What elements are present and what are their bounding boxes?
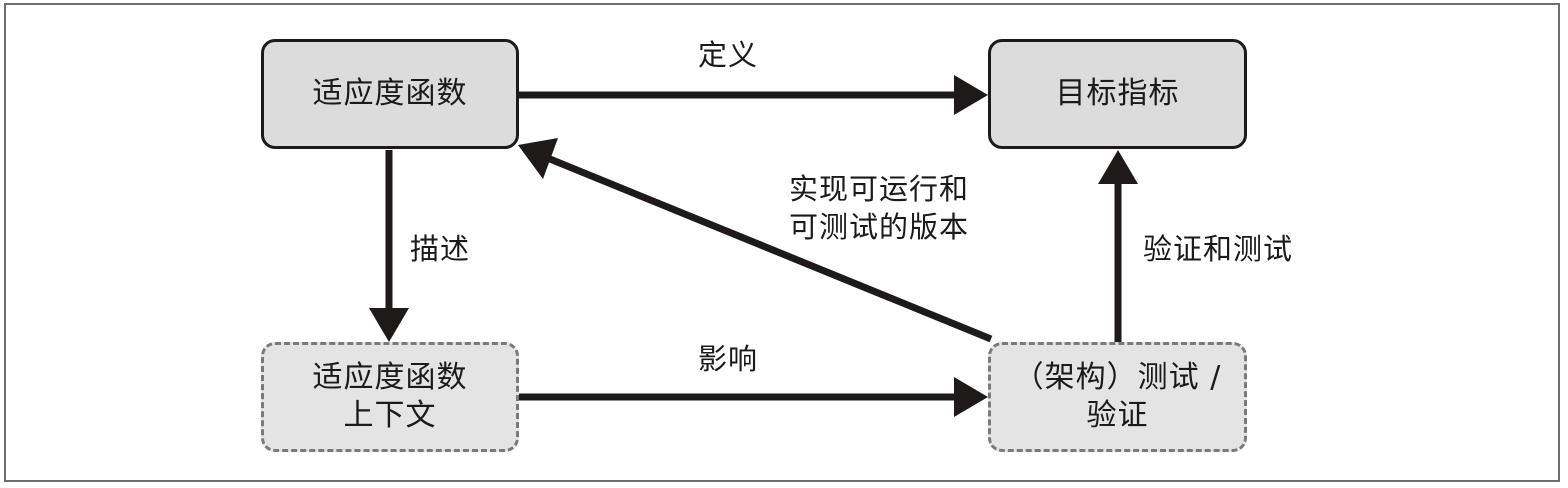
edge-label-implement: 实现可运行和 可测试的版本 [776, 170, 982, 246]
edge-label-influence: 影响 [698, 342, 759, 376]
node-context-label-line1: 适应度函数 [312, 360, 468, 395]
edge-label-define: 定义 [698, 38, 759, 72]
node-architecture-tests: （架构）测试 / 验证 [988, 342, 1247, 452]
node-fitness-function: 适应度函数 [261, 39, 519, 149]
arrow-verify-and-test [1098, 150, 1138, 342]
node-context-label-line2: 上下文 [343, 398, 437, 433]
edge-label-implement-line1: 实现可运行和 [788, 172, 969, 206]
arrow-influence [519, 377, 988, 417]
node-target-metrics-label: 目标指标 [1055, 76, 1180, 111]
node-target-metrics: 目标指标 [988, 39, 1247, 149]
node-fitness-function-context: 适应度函数 上下文 [261, 342, 519, 452]
edge-label-describe: 描述 [410, 232, 471, 266]
node-fitness-function-label: 适应度函数 [312, 76, 468, 111]
arrow-implement [518, 138, 993, 343]
edge-label-verify-and-test: 验证和测试 [1143, 232, 1294, 266]
node-tests-label-line2: 验证 [1086, 398, 1149, 433]
node-tests-label-line1: （架构）测试 / [1013, 360, 1222, 395]
edge-label-implement-line2: 可测试的版本 [788, 210, 969, 244]
arrow-define [519, 75, 988, 115]
arrow-describe [369, 150, 409, 342]
